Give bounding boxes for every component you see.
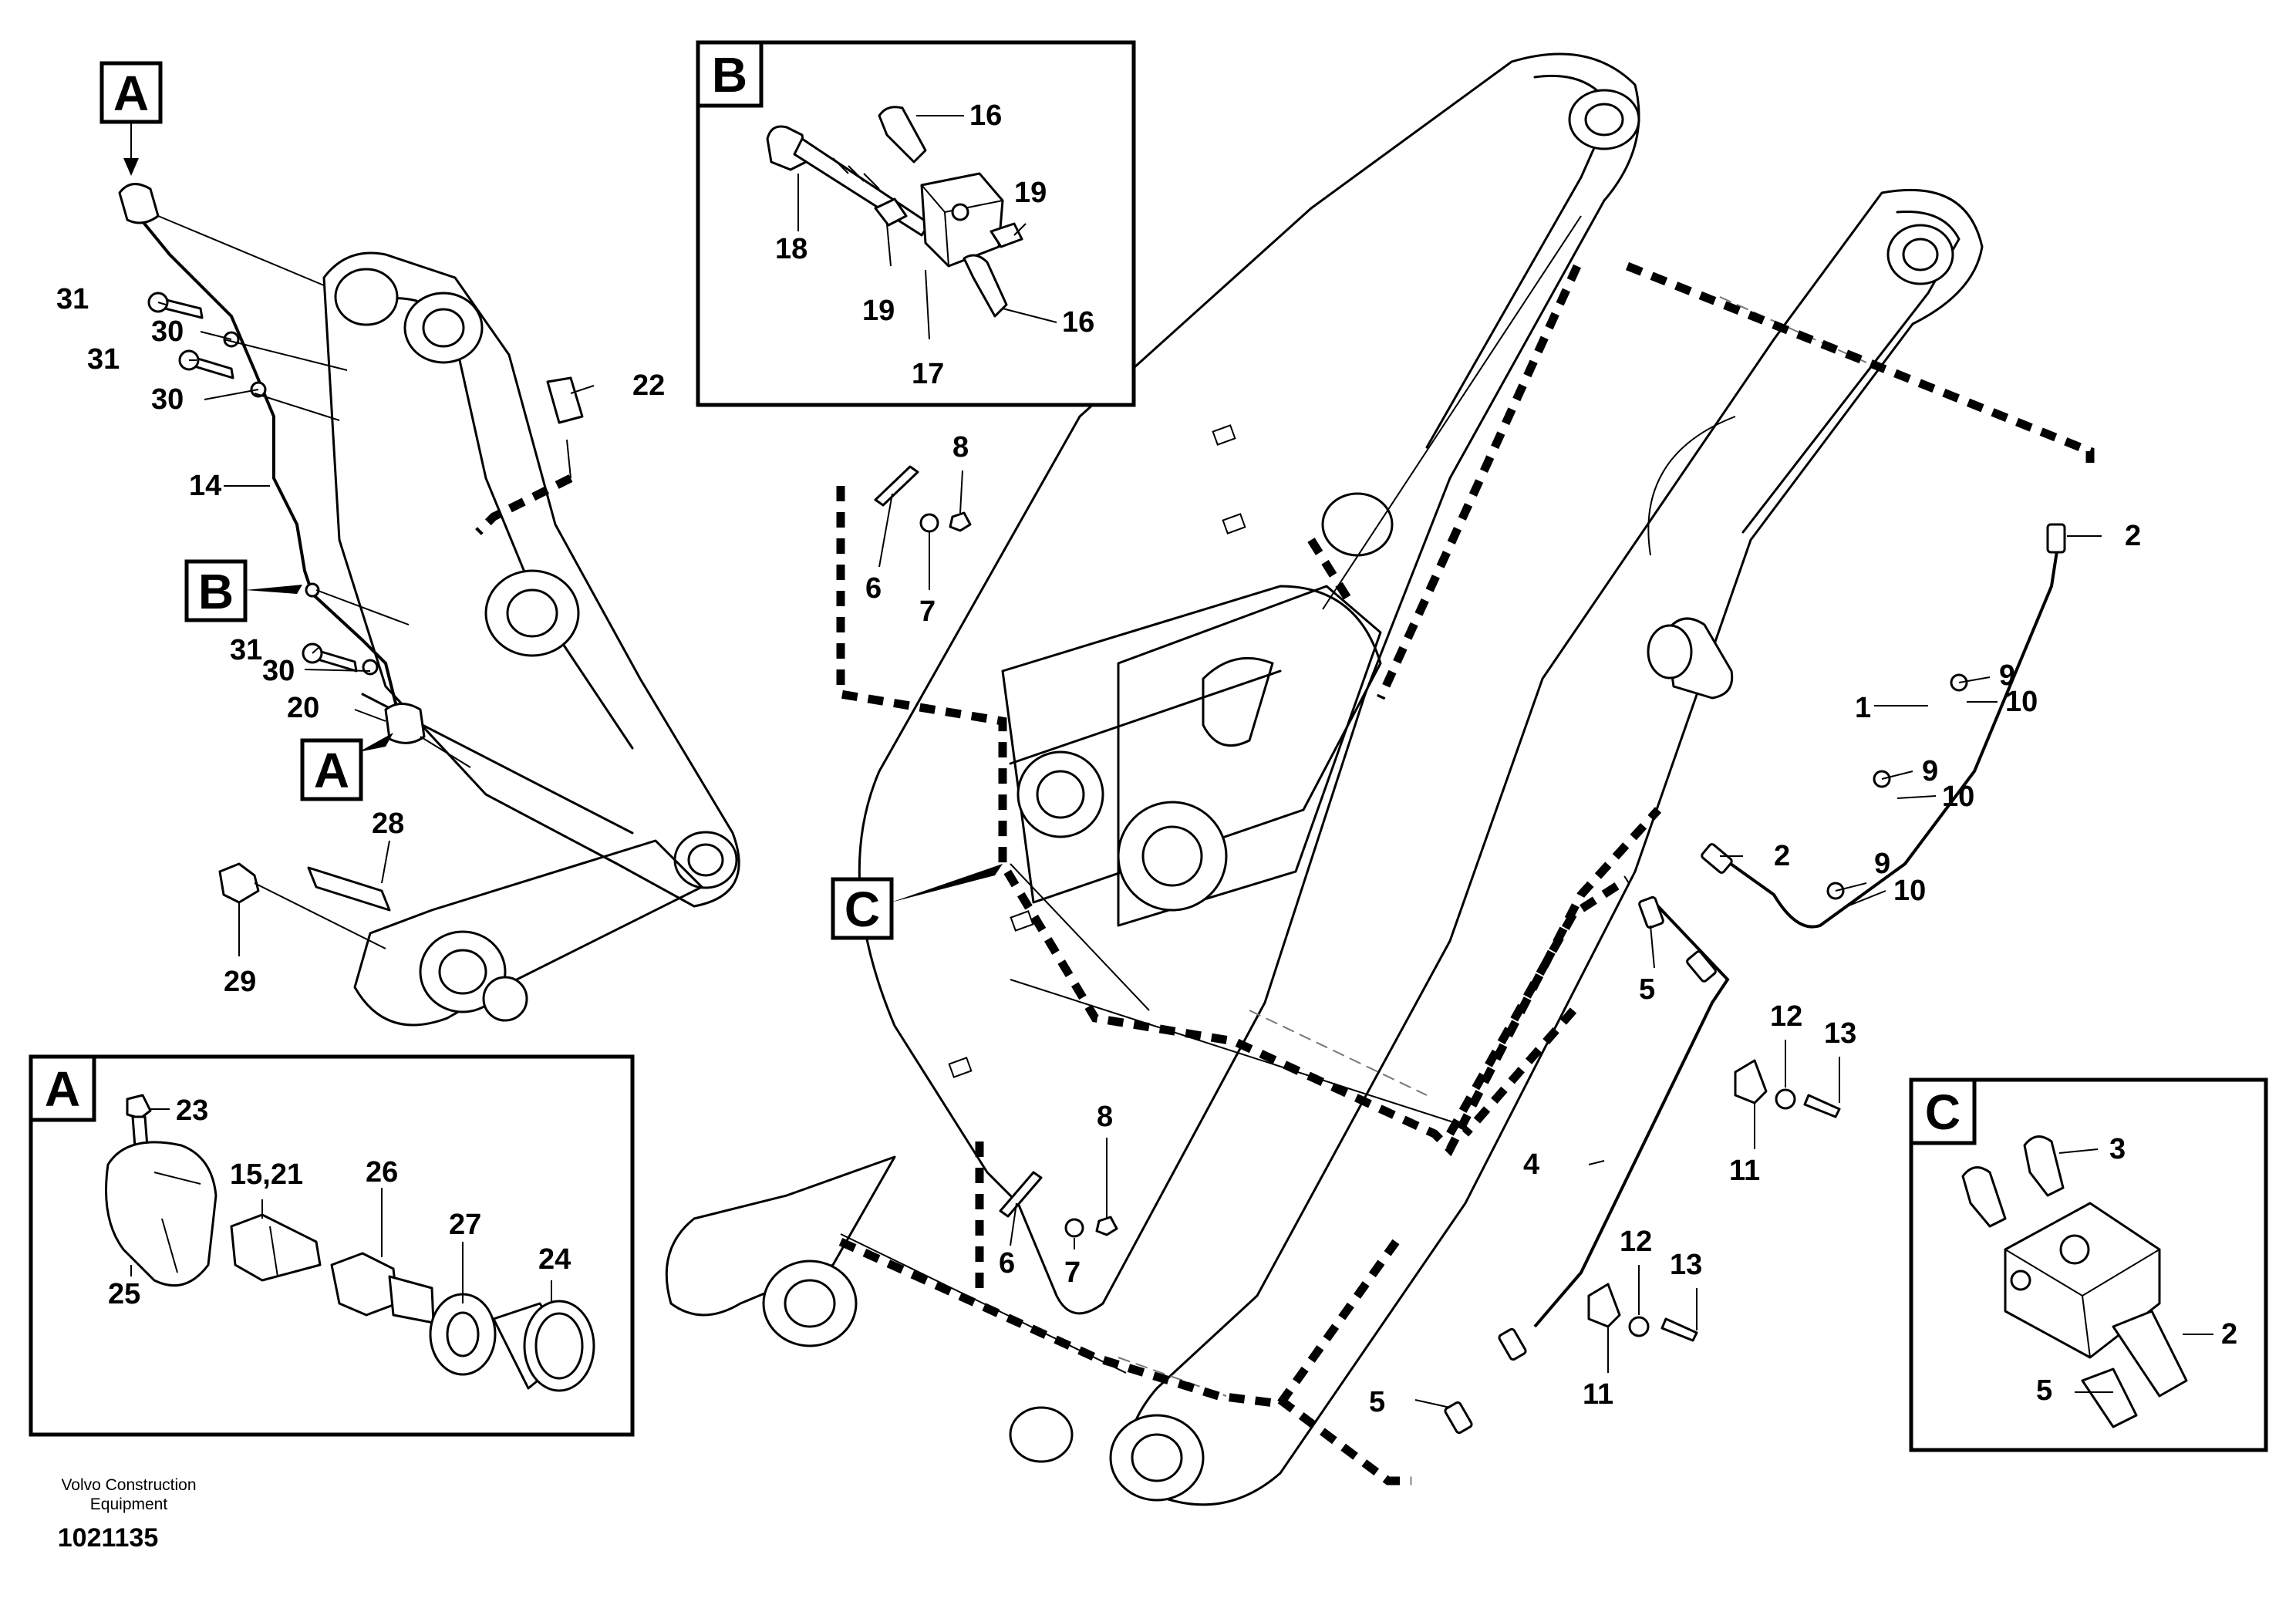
footer-block: Volvo Construction Equipment 1021135 (58, 1476, 197, 1553)
callout-9: 9 (1999, 659, 2015, 692)
callout-7: 7 (1064, 1256, 1081, 1289)
callout-19: 19 (1014, 177, 1047, 209)
detail-box-labels: B A C (45, 47, 1961, 1140)
view-label-text: C (1925, 1084, 1961, 1140)
callout-31: 31 (56, 283, 89, 315)
callout-30: 30 (262, 655, 295, 687)
union-20 (118, 183, 160, 224)
callout-10: 10 (1893, 875, 1926, 907)
callout-5: 5 (2036, 1374, 2052, 1407)
view-label-text: B (198, 564, 234, 619)
callout-6: 6 (999, 1247, 1015, 1280)
callout-numbers: 2 2 2 1 3 4 5 5 5 6 6 7 7 8 8 9 9 9 10 1… (56, 99, 2237, 1418)
view-label-b-mid: B (184, 559, 302, 622)
detail-box-c (1909, 1077, 2268, 1452)
callout-31: 31 (87, 343, 120, 376)
callout-5: 5 (1369, 1386, 1385, 1418)
callout-27: 27 (449, 1209, 481, 1241)
callout-24: 24 (538, 1243, 571, 1276)
right-hose-assembly (874, 465, 2066, 1435)
view-label-text: C (845, 882, 880, 937)
callout-3: 3 (2109, 1133, 2126, 1165)
view-label-c-mid: C (831, 864, 1003, 940)
callout-18: 18 (775, 233, 807, 265)
callout-17: 17 (912, 358, 944, 390)
view-label-text: B (712, 47, 747, 103)
callout-1: 1 (1855, 692, 1871, 724)
callout-11: 11 (1583, 1378, 1613, 1411)
view-label-a-mid: A (300, 733, 393, 801)
callout-leaders (157, 302, 2102, 1408)
detail-box-b (696, 40, 1136, 407)
view-label-a-top: A (99, 61, 163, 176)
callout-10: 10 (1942, 781, 1974, 813)
frame-grease-lines (840, 215, 1867, 1397)
callout-26: 26 (366, 1156, 398, 1189)
maker-name-line1: Volvo Construction (61, 1476, 196, 1494)
maker-name-line2: Equipment (90, 1496, 168, 1513)
callout-19: 19 (862, 295, 895, 327)
frame-dashed-hoses (836, 261, 2095, 1485)
callout-30: 30 (151, 315, 184, 348)
callout-10: 10 (2005, 686, 2038, 718)
callout-13: 13 (1670, 1249, 1702, 1281)
view-label-text: A (314, 743, 349, 798)
callout-16: 16 (969, 99, 1002, 132)
callout-2: 2 (2221, 1318, 2237, 1351)
callout-31: 31 (230, 634, 262, 666)
callout-12: 12 (1770, 1000, 1802, 1033)
left-arm-assembly (118, 183, 740, 1027)
detail-box-a (29, 1054, 635, 1437)
view-label-text: A (113, 66, 149, 121)
callout-20: 20 (287, 692, 319, 724)
view-label-text: A (45, 1061, 80, 1117)
callout-2: 2 (1774, 840, 1790, 872)
callout-11: 11 (1729, 1155, 1760, 1187)
hose-fitting-2 (2046, 523, 2066, 554)
callout-9: 9 (1874, 848, 1890, 880)
callout-25: 25 (108, 1278, 140, 1310)
drawing-number: 1021135 (58, 1523, 159, 1553)
callout-14: 14 (189, 470, 221, 502)
callout-16: 16 (1062, 306, 1094, 339)
callout-15-21: 15,21 (230, 1158, 303, 1191)
callout-8: 8 (952, 431, 969, 464)
callout-2: 2 (2125, 520, 2141, 552)
callout-8: 8 (1097, 1101, 1113, 1133)
callout-30: 30 (151, 383, 184, 416)
callout-28: 28 (372, 808, 404, 840)
lift-frame (665, 52, 1984, 1506)
callout-9: 9 (1922, 755, 1938, 787)
callout-29: 29 (224, 966, 256, 998)
callout-5: 5 (1639, 973, 1655, 1006)
callout-12: 12 (1620, 1226, 1652, 1258)
callout-4: 4 (1523, 1148, 1539, 1181)
callout-7: 7 (919, 595, 936, 628)
callout-22: 22 (632, 369, 665, 402)
callout-13: 13 (1824, 1017, 1856, 1050)
callout-23: 23 (176, 1094, 208, 1127)
callout-6: 6 (865, 572, 882, 605)
